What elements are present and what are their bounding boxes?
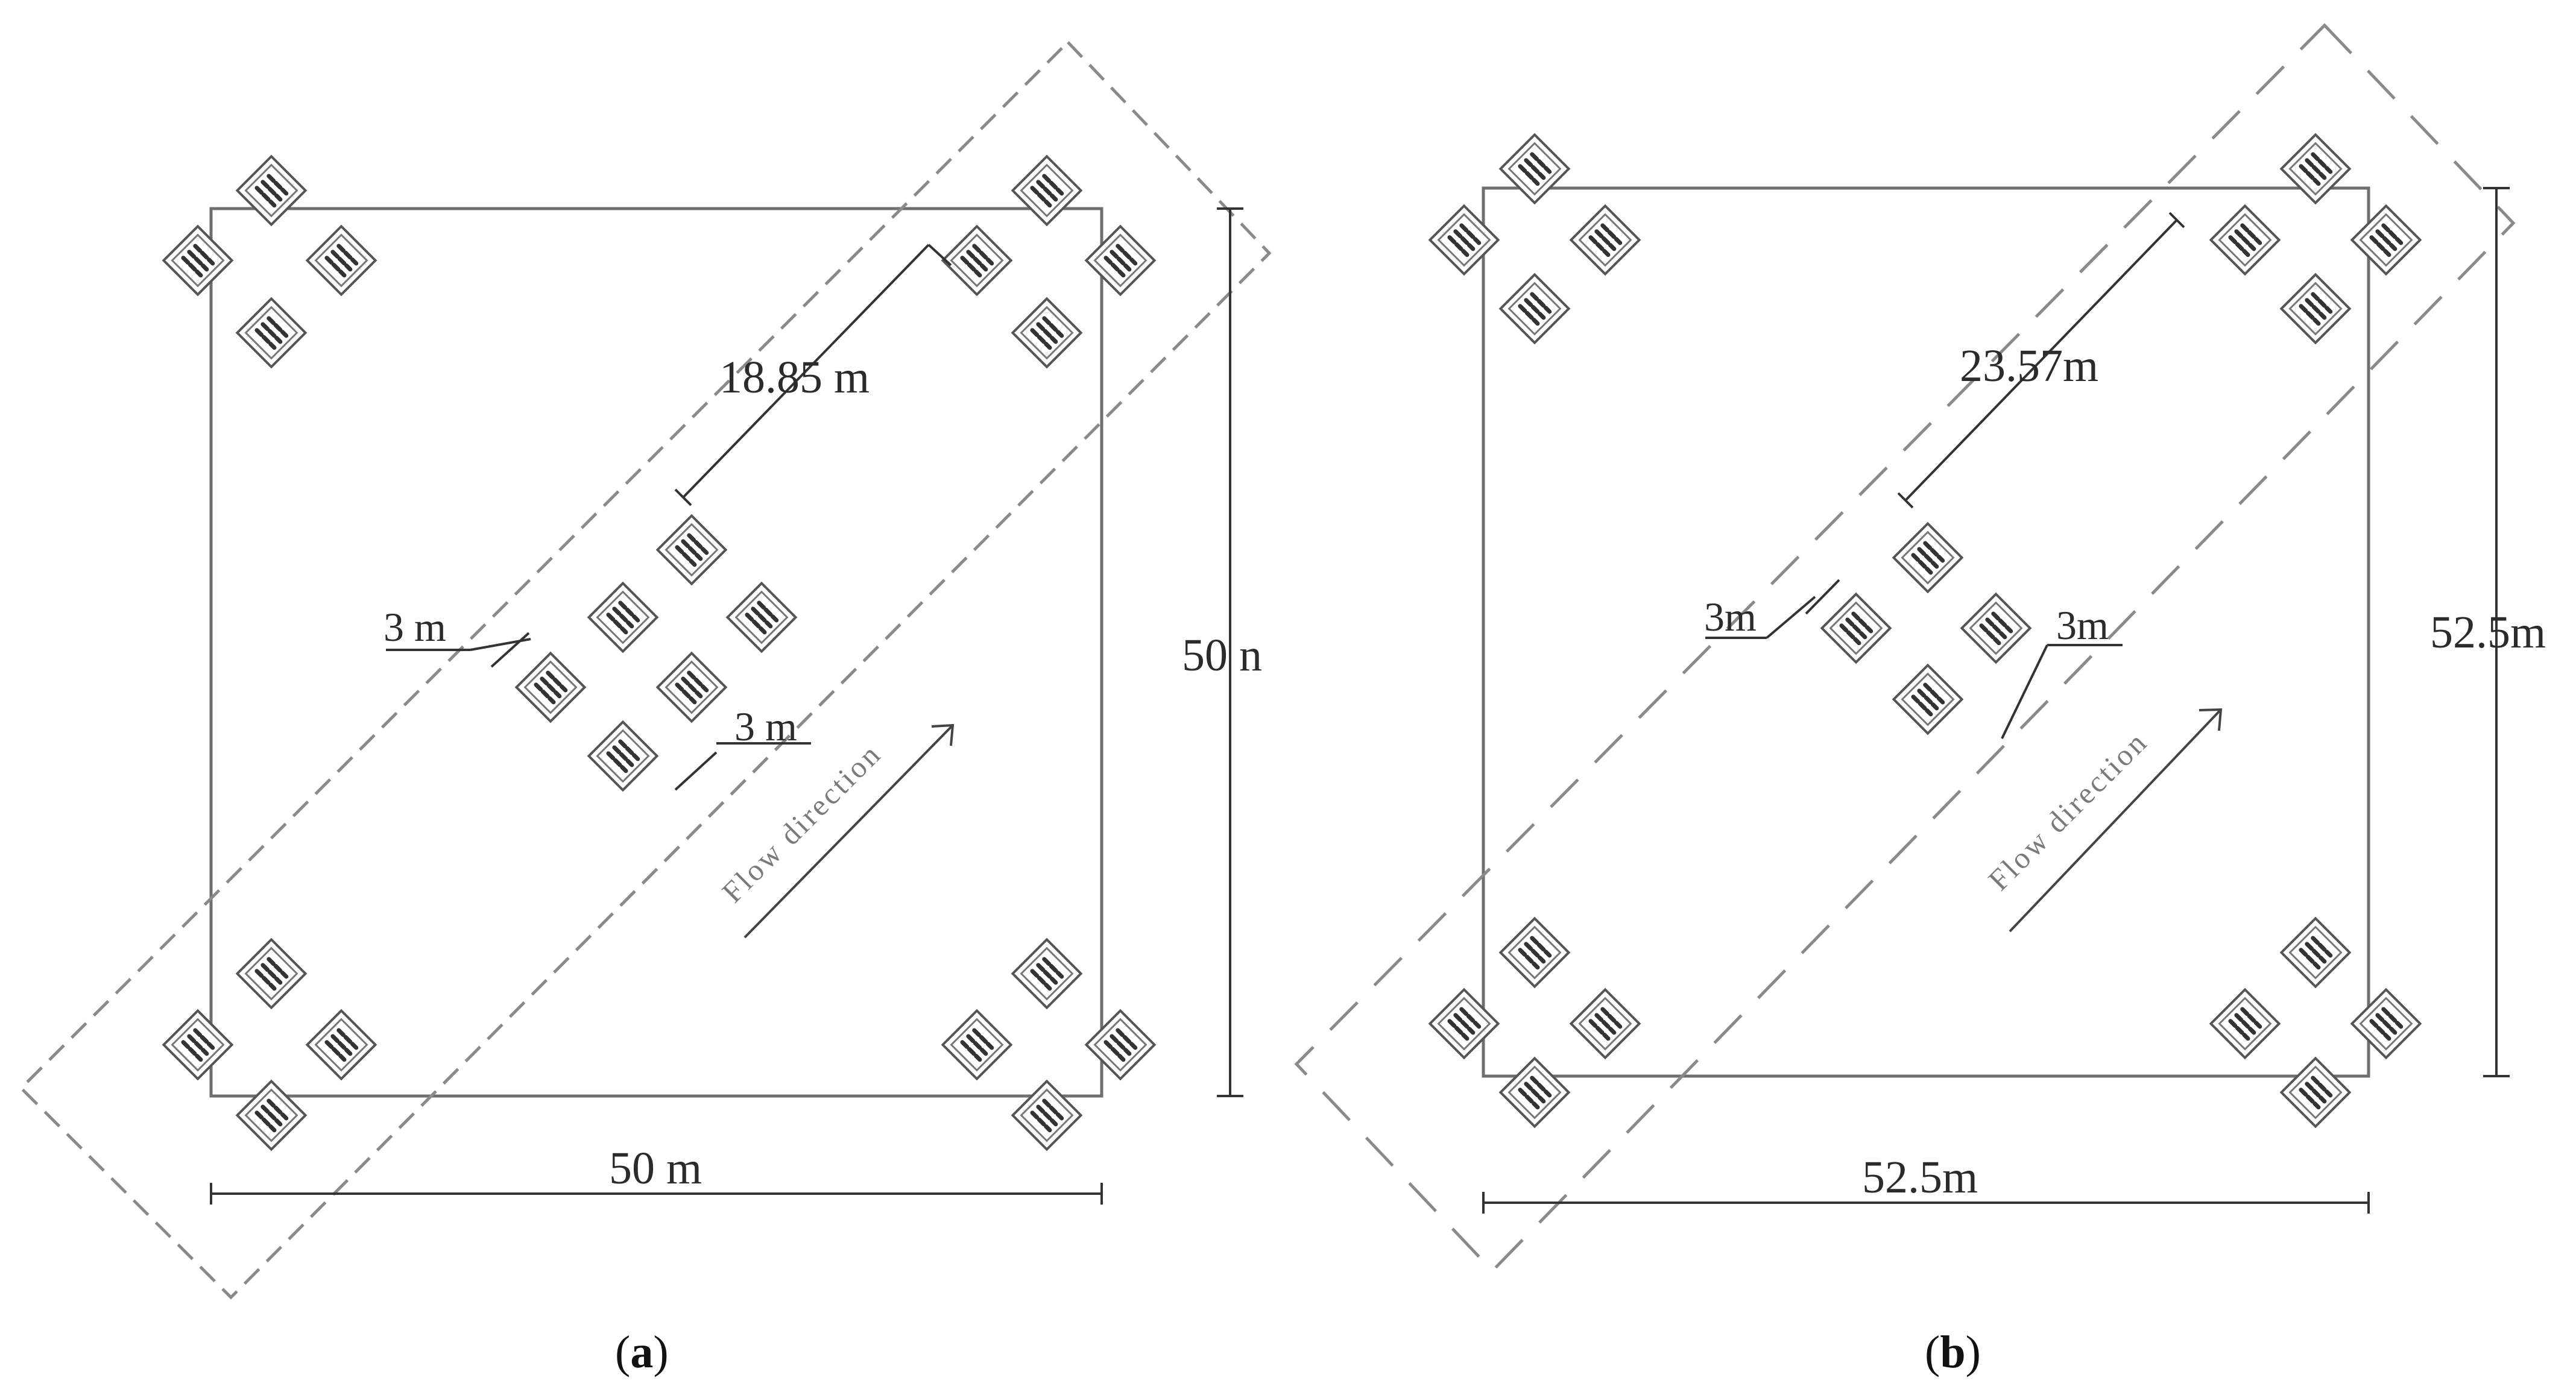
panel-a-corridor (19, 40, 1272, 1300)
panel-a-anchors-bottom-right (942, 939, 1154, 1149)
anchor-icon (657, 515, 725, 584)
panel-a-height-dimension (1217, 207, 1243, 1097)
panel-b-anchors-center (1822, 523, 2030, 733)
anchor-icon (1500, 274, 1568, 342)
anchor-icon (942, 1010, 1011, 1079)
panel-a-anchors-top-left (163, 156, 375, 367)
panel-a-width-label: 50 m (609, 1143, 702, 1194)
panel-a-flow-label: Flow direction (715, 736, 888, 909)
anchor-icon (1893, 523, 1962, 591)
panel-a-3m-left-dimension (386, 632, 531, 668)
panel-b-diag-label: 23.57m (1960, 341, 2098, 391)
panel-b-height-label: 52.5m (2430, 607, 2546, 658)
anchor-icon (1571, 206, 1639, 274)
anchor-icon (2352, 989, 2420, 1057)
anchor-icon (657, 653, 725, 721)
panel-b-anchors-bottom-left (1430, 918, 1639, 1126)
anchor-icon (2352, 206, 2420, 274)
panel-b-width-label: 52.5m (1862, 1152, 1978, 1203)
anchor-icon (1962, 594, 2030, 662)
anchor-icon (1571, 989, 1639, 1057)
panel-b-3m-right-label: 3m (2056, 602, 2109, 648)
panel-a: 18.85 m 3 m 3 m Flow direction 50 n (19, 40, 1272, 1378)
panel-b-anchors-top-right (2211, 134, 2420, 342)
anchor-icon (2281, 1058, 2349, 1126)
panel-b-caption-letter: b (1940, 1327, 1965, 1378)
anchor-icon (1822, 594, 1890, 662)
anchor-icon (1012, 939, 1081, 1007)
anchor-icon (1012, 156, 1081, 224)
panel-a-flow-arrow (743, 723, 955, 939)
anchor-icon (589, 583, 657, 651)
anchor-icon (1012, 298, 1081, 367)
panel-b-3m-right-dimension (2001, 644, 2123, 739)
panel-b-diag-dimension (1897, 212, 2185, 509)
panel-a-3m-left-label: 3 m (384, 604, 446, 650)
panel-a-boundary (209, 207, 1103, 1098)
panel-b-3m-left-label: 3m (1704, 594, 1757, 640)
panel-b-corridor (1294, 23, 2516, 1273)
panel-a-caption-letter: a (630, 1327, 653, 1378)
anchor-icon (1012, 1081, 1081, 1149)
anchor-icon (1500, 918, 1568, 986)
panel-a-anchors-bottom-left (163, 939, 375, 1149)
panel-b-3m-left-dimension (1705, 579, 1840, 639)
anchor-icon (237, 298, 305, 367)
panel-b-anchors-bottom-right (2211, 918, 2420, 1126)
anchor-icon (2211, 206, 2279, 274)
anchor-icon (1500, 134, 1568, 203)
panel-b-height-dimension (2483, 187, 2510, 1077)
anchor-icon (1430, 206, 1498, 274)
panel-b-anchors-top-left (1430, 134, 1639, 342)
panel-a-width-dimension (210, 1183, 1103, 1205)
anchor-icon (2281, 274, 2349, 342)
anchor-icon (516, 653, 584, 721)
anchor-icon (307, 1010, 375, 1079)
anchor-icon (2211, 989, 2279, 1057)
panel-b-width-dimension (1482, 1192, 2370, 1214)
panel-a-3m-right-label: 3 m (734, 704, 797, 749)
anchor-icon (2281, 134, 2349, 203)
anchor-icon (2281, 918, 2349, 986)
anchor-icon (163, 1010, 232, 1079)
panel-a-diag-label: 18.85 m (719, 352, 870, 403)
anchor-icon (1430, 989, 1498, 1057)
panel-a-caption: (a) (615, 1327, 669, 1378)
anchor-icon (163, 226, 232, 294)
anchor-icon (1086, 226, 1154, 294)
anchor-icon (589, 722, 657, 790)
anchor-icon (307, 226, 375, 294)
anchor-icon (942, 226, 1011, 294)
panel-a-3m-right-dimension (674, 742, 811, 791)
panel-b-boundary (1482, 186, 2370, 1078)
anchor-icon (1500, 1058, 1568, 1126)
anchor-icon (237, 1081, 305, 1149)
panel-a-diag-dimension (674, 244, 952, 506)
anchor-icon (237, 939, 305, 1007)
anchor-icon (237, 156, 305, 224)
anchor-icon (1893, 665, 1962, 733)
anchor-icon (1086, 1010, 1154, 1079)
panel-b-caption: (b) (1925, 1327, 1981, 1378)
anchor-icon (727, 583, 795, 651)
panel-b: 23.57m 3m 3m Flow direction 52.5m (1294, 23, 2546, 1378)
panel-a-height-label: 50 n (1182, 630, 1262, 681)
panel-b-flow-arrow (2009, 708, 2223, 933)
panel-a-anchors-top-right (942, 156, 1154, 367)
